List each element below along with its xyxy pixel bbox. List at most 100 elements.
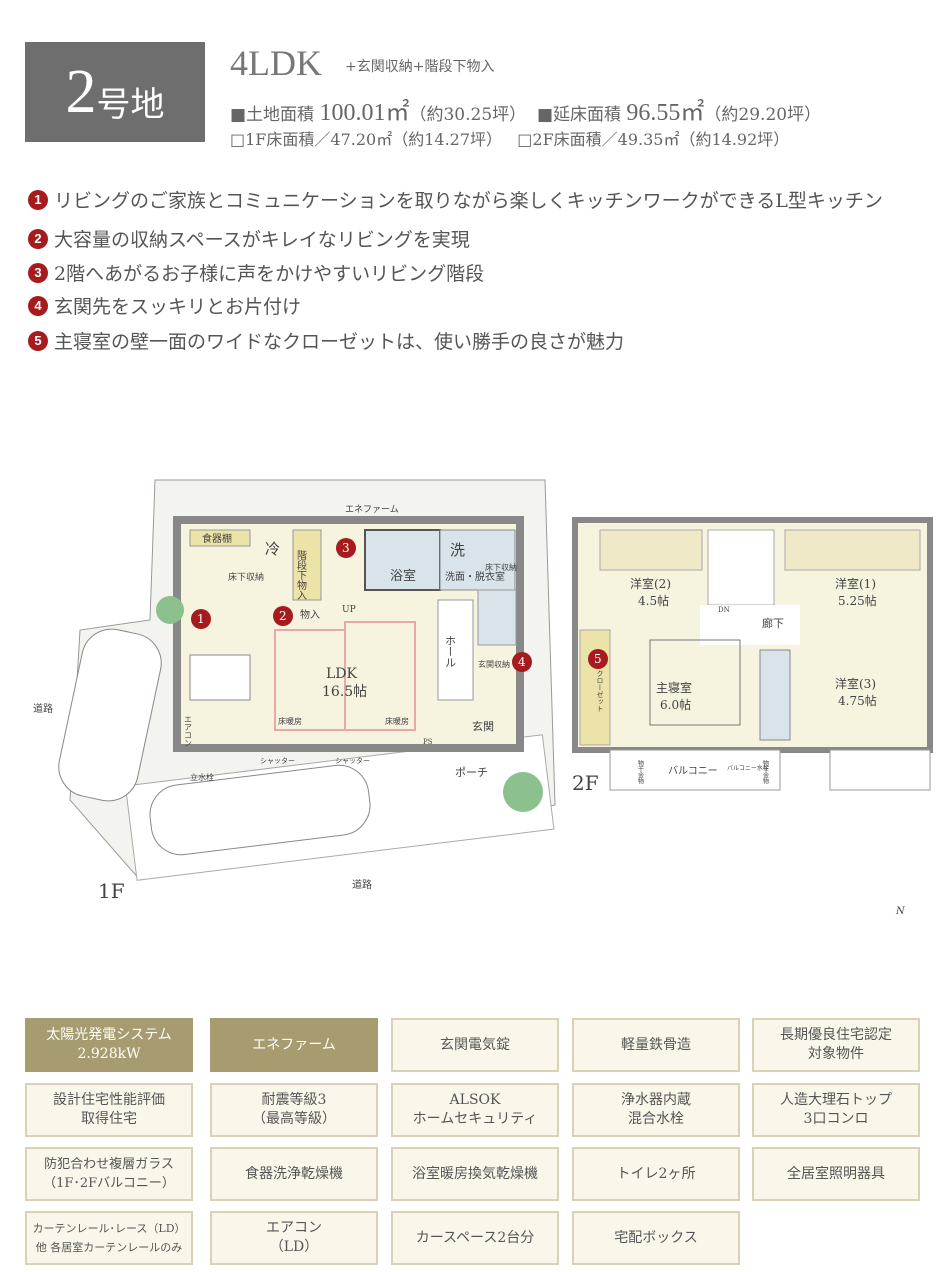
label-ps: PS — [423, 738, 433, 746]
label-ldk-size: 16.5帖 — [322, 684, 367, 700]
feature-item: 人造大理石トップ 3口コンロ — [752, 1083, 920, 1137]
layout-type: 4LDK — [230, 43, 322, 83]
label-floor-heat: 床暖房 — [385, 716, 409, 726]
label-ldk: LDK — [326, 666, 358, 682]
label-hall: ホール — [444, 635, 457, 668]
feature-item: 設計住宅性能評価 取得住宅 — [25, 1083, 193, 1137]
feature-item: 軽量鉄骨造 — [572, 1018, 740, 1072]
label-washroom: 洗面・脱衣室 — [445, 570, 505, 583]
label-master: 主寝室 — [656, 680, 692, 695]
point-item: 1 リビングのご家族とコミュニケーションを取りながら楽しくキッチンワークができるL… — [28, 186, 883, 213]
feature-item: 防犯合わせ複層ガラス （1F･2Fバルコニー） — [25, 1147, 193, 1201]
label-floor-heat: 床暖房 — [278, 716, 302, 726]
land-area-tsubo: （約30.25坪） — [409, 105, 527, 125]
label-shutter: シャッター — [335, 756, 370, 765]
marker-1: 1 — [197, 612, 205, 626]
label-ac: エアコン — [184, 715, 193, 747]
site-1f: エネファーム 食器棚 冷 床下収納 階段下物入 物入 UP 浴室 洗 洗面・脱衣… — [33, 479, 556, 903]
label-faucet: 立水栓 — [190, 772, 214, 782]
label-up: UP — [342, 605, 356, 615]
point-number: 2 — [28, 228, 48, 249]
label-fridge: 冷 — [265, 540, 280, 558]
label-balcony-faucet: バルコニー水栓 — [727, 764, 769, 772]
label-storage: 物入 — [300, 608, 320, 621]
lot-number: 2 — [65, 57, 97, 126]
tree-icon — [156, 596, 184, 624]
marker-3: 3 — [342, 541, 350, 555]
label-road: 道路 — [352, 878, 372, 891]
point-number: 5 — [28, 330, 48, 351]
label-bath: 浴室 — [390, 568, 416, 584]
point-number: 3 — [28, 262, 48, 283]
point-item: 2 大容量の収納スペースがキレイなリビングを実現 — [28, 225, 470, 252]
feature-item: 食器洗浄乾燥機 — [210, 1147, 378, 1201]
plan-2f: 洋室(2) 4.5帖 洋室(1) 5.25帖 DN 廊下 主寝室 6.0帖 洋室… — [572, 517, 933, 795]
point-text: 主寝室の壁一面のワイドなクローゼットは、使い勝手の良さが魅力 — [54, 331, 625, 353]
feature-item: 耐震等級3 （最高等級） — [210, 1083, 378, 1137]
point-text: リビングのご家族とコミュニケーションを取りながら楽しくキッチンワークができるL型… — [54, 190, 883, 212]
point-item: 3 2階へあがるお子様に声をかけやすいリビング階段 — [28, 259, 484, 286]
label-wash: 洗 — [450, 541, 465, 559]
label-porch: ポーチ — [455, 766, 488, 779]
feature-item: エネファーム — [210, 1018, 378, 1072]
floor-plan: エネファーム 食器棚 冷 床下収納 階段下物入 物入 UP 浴室 洗 洗面・脱衣… — [33, 479, 933, 917]
label-underfloor: 床下収納 — [228, 571, 264, 583]
marker-5: 5 — [594, 652, 602, 666]
land-area-label: ■土地面積 — [230, 105, 315, 125]
label-master-size: 6.0帖 — [660, 697, 691, 712]
label-entry-storage: 玄関収納 — [478, 659, 510, 669]
label-room2: 洋室(2) — [630, 576, 671, 591]
feature-item: 浴室暖房換気乾燥機 — [391, 1147, 559, 1201]
feature-item: エアコン （LD） — [210, 1211, 378, 1265]
floor-area-value: 96.55㎡ — [626, 100, 705, 126]
compass-north: N — [895, 906, 906, 917]
label-shutter: シャッター — [260, 756, 295, 765]
label-balcony: バルコニー — [668, 765, 718, 777]
point-text: 2階へあがるお子様に声をかけやすいリビング階段 — [54, 263, 485, 285]
marker-2: 2 — [279, 609, 287, 623]
car-icon — [58, 628, 162, 802]
feature-item: トイレ2ヶ所 — [572, 1147, 740, 1201]
label-room1-size: 5.25帖 — [838, 593, 877, 608]
label-entrance: 玄関 — [472, 719, 494, 733]
compass-icon: N — [895, 906, 906, 917]
point-item: 5 主寝室の壁一面のワイドなクローゼットは、使い勝手の良さが魅力 — [28, 327, 624, 354]
label-enefarm: エネファーム — [345, 504, 399, 515]
label-drying-hardware: 物干金物 — [762, 759, 769, 785]
layout-extra: +玄関収納+階段下物入 — [345, 59, 495, 75]
feature-item: カーテンレール･レース（LD） 他 各居室カーテンレールのみ — [25, 1211, 193, 1265]
label-room3-size: 4.75帖 — [838, 693, 877, 708]
label-dn: DN — [718, 606, 730, 614]
label-road: 道路 — [33, 702, 53, 715]
label-room3: 洋室(3) — [835, 676, 876, 691]
point-text: 玄関先をスッキリとお片付け — [54, 296, 302, 318]
label-closet: クローゼット — [596, 670, 604, 712]
lot-suffix: 号地 — [96, 84, 165, 125]
feature-item: 全居室照明器具 — [752, 1147, 920, 1201]
area-row: ■土地面積 100.01㎡（約30.25坪） ■延床面積 96.55㎡（約29.… — [230, 92, 821, 127]
label-room2-size: 4.5帖 — [638, 593, 669, 608]
floor-area-row: □1F床面積／47.20㎡（約14.27坪） □2F床面積／49.35㎡（約14… — [230, 126, 789, 150]
point-text: 大容量の収納スペースがキレイなリビングを実現 — [54, 229, 470, 251]
label-room1: 洋室(1) — [835, 576, 876, 591]
label-corridor: 廊下 — [762, 616, 784, 630]
point-number: 1 — [28, 189, 48, 210]
feature-item: 浄水器内蔵 混合水栓 — [572, 1083, 740, 1137]
land-area-value: 100.01㎡ — [319, 100, 410, 126]
feature-item: 宅配ボックス — [572, 1211, 740, 1265]
car-icon — [149, 764, 371, 856]
feature-item: ALSOK ホームセキュリティ — [391, 1083, 559, 1137]
feature-item: 太陽光発電システム 2.928kW — [25, 1018, 193, 1072]
tree-icon — [503, 772, 543, 812]
label-drying-hardware: 物干金物 — [637, 759, 644, 785]
floor-area-tsubo: （約29.20坪） — [704, 105, 822, 125]
label-floor-2f: 2F — [572, 771, 599, 795]
feature-item: 長期優良住宅認定 対象物件 — [752, 1018, 920, 1072]
f1-area: □1F床面積／47.20㎡（約14.27坪） — [230, 130, 503, 149]
label-floor-1f: 1F — [98, 879, 125, 903]
f2-area: □2F床面積／49.35㎡（約14.92坪） — [517, 130, 790, 149]
label-stair-storage: 階段下物入 — [295, 550, 307, 600]
